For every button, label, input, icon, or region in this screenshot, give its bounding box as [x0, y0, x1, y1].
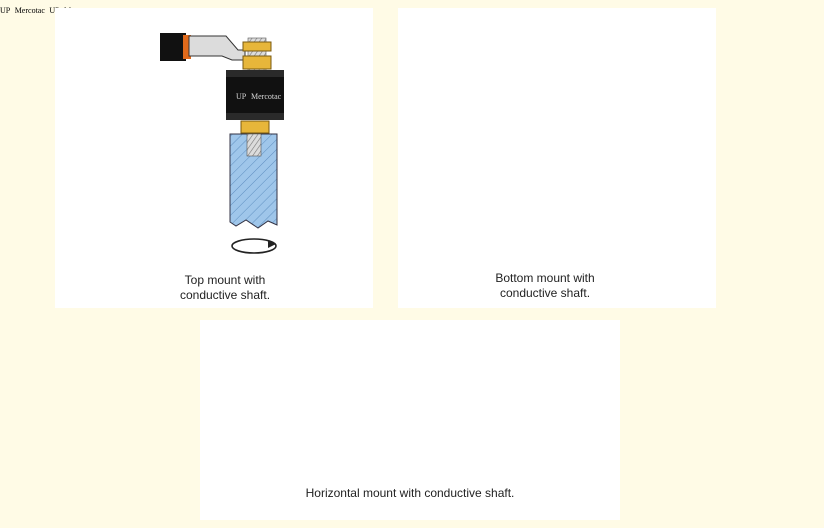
- shaft-thread: [246, 133, 262, 157]
- terminal-lug: [188, 35, 246, 61]
- brass-nut: UP Mercotac: [0, 0, 49, 17]
- brand-mark: UP: [49, 6, 59, 15]
- connector-ring: UP Mercotac: [0, 0, 49, 17]
- brand-mark: UP: [236, 92, 247, 101]
- connector-ring: [226, 70, 284, 77]
- panel-bottom-mount: [398, 8, 716, 308]
- shaft-thread: UP Mercotac: [0, 0, 49, 17]
- connector-body: UP Mercotac: [0, 0, 49, 17]
- cable-sleeve: [183, 35, 191, 59]
- brass-nut: [242, 55, 272, 70]
- panel-horizontal-mount: [200, 320, 620, 520]
- brand-name: Mercotac: [251, 92, 282, 101]
- connector-ring: [226, 113, 284, 120]
- connector-body: [226, 70, 284, 120]
- caption-top-mount: Top mount with conductive shaft.: [179, 273, 271, 302]
- panel-top-mount: [55, 8, 373, 308]
- shaft: [229, 133, 278, 229]
- top-mount-assembly: UP Mercotac: [160, 33, 284, 254]
- brass-nut: [242, 41, 272, 52]
- connector-ring: UP Mercotac: [0, 0, 49, 17]
- cable: [160, 33, 186, 61]
- shaft: UP Mercotac: [0, 0, 49, 17]
- brass-nut: [240, 120, 270, 134]
- brand-name: Mercotac: [14, 6, 45, 15]
- caption-horizontal-mount: Horizontal mount with conductive shaft.: [305, 486, 515, 500]
- rotation-arrow-icon: [231, 238, 277, 254]
- brand-mark: UP: [0, 6, 11, 15]
- caption-bottom-mount: Bottom mount with conductive shaft.: [495, 271, 595, 300]
- bottom-mount-assembly: UP Mercotac: [0, 0, 49, 17]
